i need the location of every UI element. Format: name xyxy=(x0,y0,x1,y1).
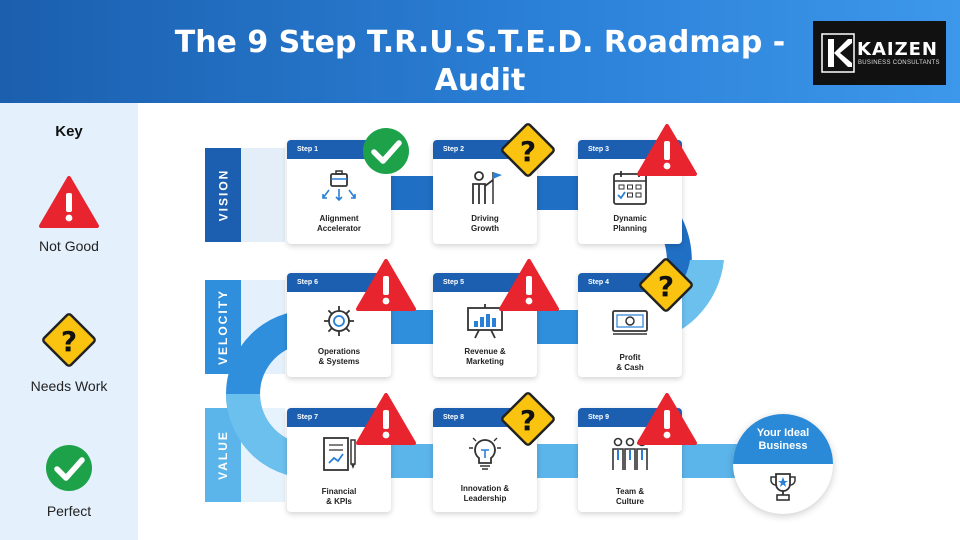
briefcase-arrows-icon xyxy=(322,170,356,202)
team-icon xyxy=(612,437,648,470)
status-not-good-icon xyxy=(637,124,697,176)
status-not-good-icon xyxy=(356,259,416,311)
band-label-vision: VISION xyxy=(216,168,230,222)
kaizen-k-icon xyxy=(821,33,855,73)
question-diamond-icon: ? xyxy=(42,313,96,367)
status-not-good-icon xyxy=(637,393,697,445)
key-label-perfect: Perfect xyxy=(46,503,92,519)
gear-icon xyxy=(324,306,354,336)
person-flag-icon xyxy=(472,171,502,204)
key-panel: Key Not Good ? Needs Work Perfect xyxy=(0,103,138,540)
page-title: The 9 Step T.R.U.S.T.E.D. Roadmap - Audi… xyxy=(174,25,786,98)
band-vision-fade xyxy=(241,148,285,242)
warning-triangle-icon xyxy=(39,176,99,228)
cash-icon xyxy=(612,310,648,335)
step-label: Innovation &Leadership xyxy=(460,484,510,503)
trophy-icon xyxy=(770,473,796,501)
key-perfect xyxy=(0,443,138,498)
band-label-value: VALUE xyxy=(216,430,230,480)
step-number: Step 5 xyxy=(433,273,537,292)
band-vision-bg xyxy=(205,148,241,242)
check-circle-icon xyxy=(46,445,92,491)
svg-text:?: ? xyxy=(61,325,77,358)
step-number: Step 6 xyxy=(287,273,391,292)
header-bar xyxy=(0,0,960,103)
step-label: Team &Culture xyxy=(615,487,645,506)
lightbulb-icon xyxy=(469,437,501,470)
svg-text:?: ? xyxy=(658,270,674,303)
step-label: Revenue &Marketing xyxy=(464,347,506,366)
step-label: Operations& Systems xyxy=(317,347,361,366)
step-label: Profit& Cash xyxy=(616,353,644,372)
svg-text:?: ? xyxy=(520,404,536,437)
goal-header xyxy=(733,414,833,464)
status-needs-work-icon: ? xyxy=(501,123,555,177)
status-not-good-icon xyxy=(499,259,559,311)
key-label-not-good: Not Good xyxy=(39,238,99,254)
step-label: Financial& KPIs xyxy=(321,487,357,506)
status-needs-work-icon: ? xyxy=(639,258,693,312)
key-needs-work: ? xyxy=(0,309,138,376)
logo: KAIZEN BUSINESS CONSULTANTS xyxy=(813,21,946,85)
svg-text:?: ? xyxy=(520,135,536,168)
step-number: Step 7 xyxy=(287,408,391,427)
key-title: Key xyxy=(55,123,83,140)
status-not-good-icon xyxy=(356,393,416,445)
key-label-needs-work: Needs Work xyxy=(30,378,108,394)
logo-name: KAIZEN xyxy=(857,39,938,60)
status-perfect-icon xyxy=(363,128,409,174)
document-pen-icon xyxy=(323,437,356,471)
logo-tagline: BUSINESS CONSULTANTS xyxy=(858,60,940,66)
presentation-chart-icon xyxy=(467,304,503,339)
key-not-good xyxy=(0,175,138,234)
band-label-velocity: VELOCITY xyxy=(216,288,231,366)
status-needs-work-icon: ? xyxy=(501,392,555,446)
